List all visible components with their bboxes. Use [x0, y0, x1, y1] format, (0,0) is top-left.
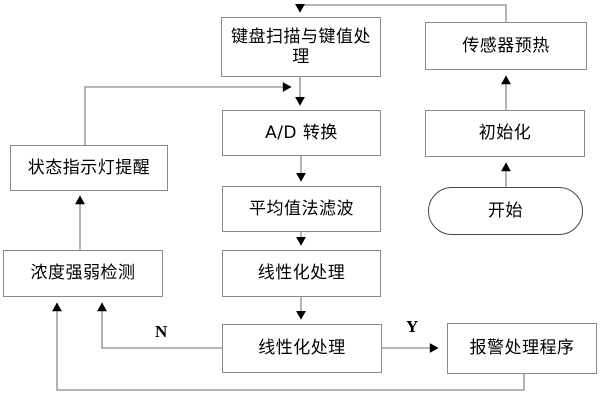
node-label: 线性化处理 — [258, 338, 346, 359]
node-label: 浓度强弱检测 — [30, 263, 136, 284]
node-label: 初始化 — [478, 123, 532, 144]
node-label: A/D 转换 — [265, 122, 338, 143]
node-concentration-detection[interactable]: 浓度强弱检测 — [3, 250, 163, 297]
node-label: 开始 — [488, 200, 523, 221]
edge-alarm-to-concent — [52, 302, 525, 391]
node-linearization-2[interactable]: 线性化处理 — [222, 324, 382, 373]
edge-label-yes: Y — [406, 317, 419, 336]
node-keyboard-scan[interactable]: 键盘扫描与键值处理 — [221, 17, 381, 77]
node-status-indicator-alert[interactable]: 状态指示灯提醒 — [10, 145, 168, 191]
node-ad-conversion[interactable]: A/D 转换 — [222, 110, 381, 156]
node-start[interactable]: 开始 — [428, 187, 583, 235]
node-label: 线性化处理 — [257, 263, 346, 284]
node-label: 键盘扫描与键值处理 — [231, 26, 371, 67]
node-alarm-handler[interactable]: 报警处理程序 — [447, 323, 597, 374]
edge-linear2-no-concent — [97, 302, 222, 349]
node-label: 报警处理程序 — [469, 338, 575, 359]
edge-label-no: N — [155, 322, 168, 341]
node-initialization[interactable]: 初始化 — [425, 110, 585, 157]
node-label: 平均值法滤波 — [249, 198, 354, 219]
edge-preheat-to-keyscan — [295, 4, 507, 22]
node-linearization-1[interactable]: 线性化处理 — [222, 250, 381, 297]
node-sensor-preheat[interactable]: 传感器预热 — [425, 22, 587, 70]
node-label: 状态指示灯提醒 — [27, 157, 151, 178]
node-label: 传感器预热 — [462, 35, 550, 56]
node-average-filter[interactable]: 平均值法滤波 — [222, 186, 381, 232]
edge-status-to-keyscan — [84, 82, 292, 145]
